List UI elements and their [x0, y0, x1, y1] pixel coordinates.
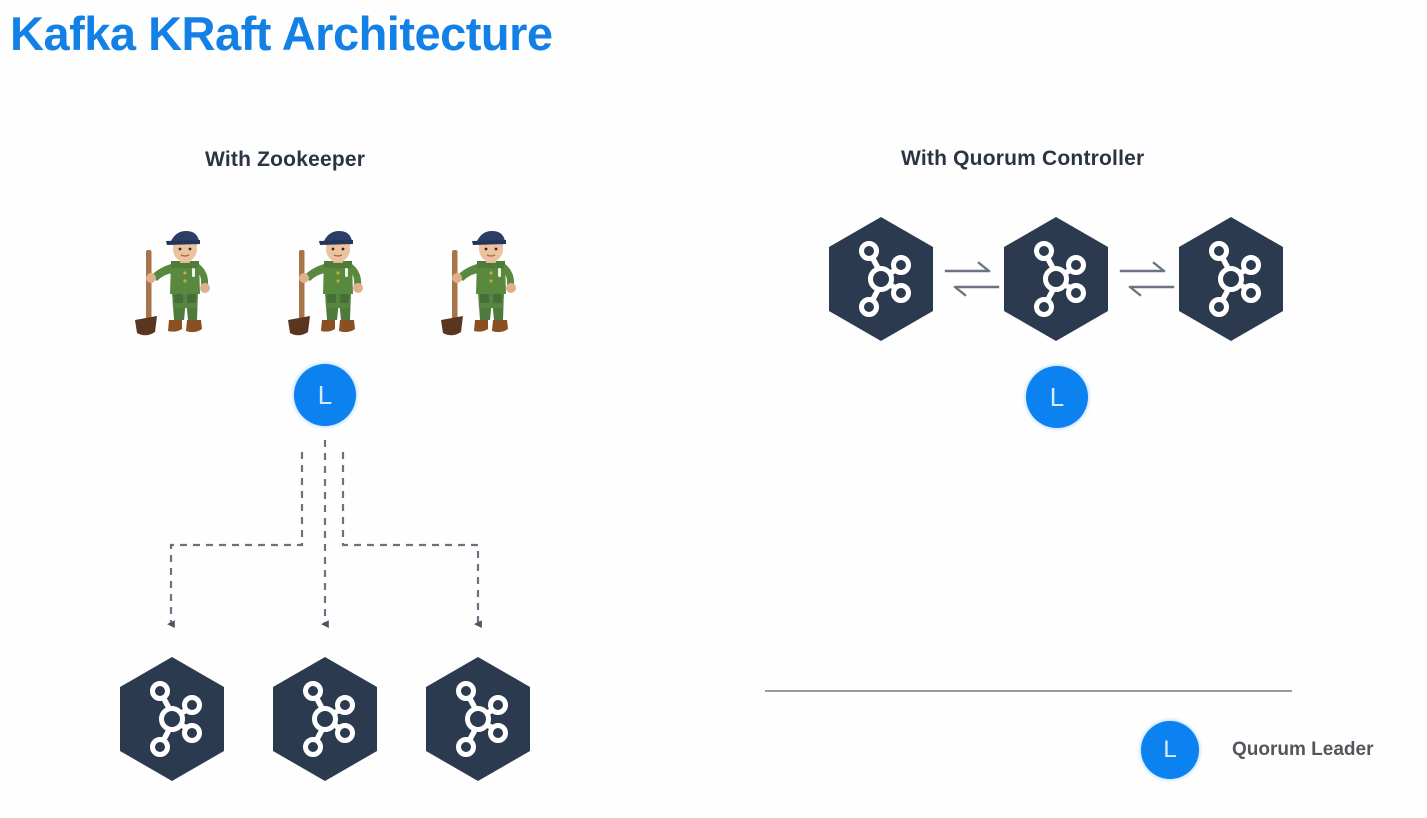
legend-divider [765, 690, 1292, 692]
kafka-broker-1[interactable] [116, 655, 228, 783]
legend-leader-badge: L [1141, 721, 1199, 779]
leader-badge-label: L [1049, 382, 1065, 412]
exchange-arrow-right [1116, 255, 1178, 303]
leader-badge-label: L [317, 380, 333, 410]
legend-label: Quorum Leader [1232, 739, 1374, 760]
zookeeper-node-3 [430, 228, 534, 340]
legend: L Quorum Leader [1141, 721, 1373, 779]
quorum-controller-2[interactable] [1000, 215, 1112, 343]
quorum-controller-1[interactable] [825, 215, 937, 343]
legend-badge-label: L [1163, 736, 1177, 763]
page-title: Kafka KRaft Architecture [10, 7, 553, 60]
panel-heading-quorum: With Quorum Controller [901, 147, 1145, 170]
kafka-broker-3[interactable] [422, 655, 534, 783]
zookeeper-node-2 [277, 228, 381, 340]
leader-badge-zookeeper[interactable]: L [294, 364, 356, 426]
kafka-broker-2[interactable] [269, 655, 381, 783]
quorum-controller-3[interactable] [1175, 215, 1287, 343]
zookeeper-node-1 [124, 228, 228, 340]
leader-badge-quorum[interactable]: L [1026, 366, 1088, 428]
panel-heading-zookeeper: With Zookeeper [205, 148, 366, 171]
exchange-arrow-left [941, 255, 1003, 303]
